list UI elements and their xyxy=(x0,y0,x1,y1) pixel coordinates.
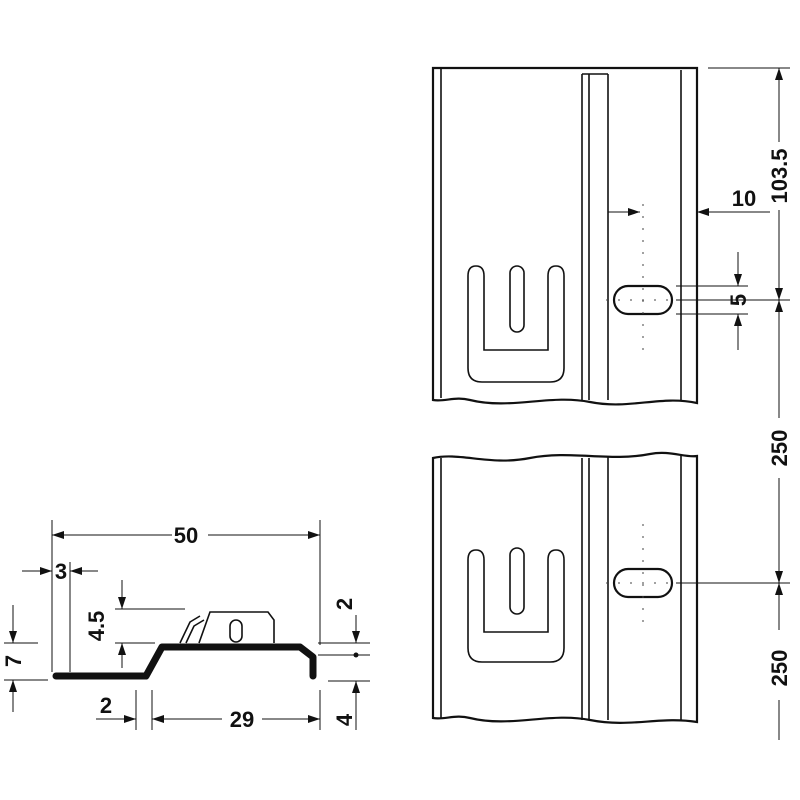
dim-label-bottom-left: 2 xyxy=(100,693,112,718)
dim-label-bottom-right: 4 xyxy=(332,713,357,726)
arrow-50-left xyxy=(52,531,64,539)
lower-u-bracket xyxy=(467,549,565,663)
arrow-29-left xyxy=(152,715,164,723)
dim-label-slot-inset: 10 xyxy=(732,186,756,211)
bracket-hook xyxy=(179,615,205,644)
arrow-4-5-bottom xyxy=(118,643,126,655)
arrow-10-left xyxy=(628,208,640,216)
arrow-bottom-2 xyxy=(124,715,136,723)
upper-u-bracket-slot xyxy=(509,265,525,333)
upper-rail-outline xyxy=(431,66,699,406)
arrow-7-bottom xyxy=(9,680,17,692)
dim-label-top-to-slot: 103.5 xyxy=(767,148,792,203)
dim-label-step-height: 4.5 xyxy=(84,611,109,642)
hanger-bracket xyxy=(198,611,275,644)
arrow-250-bottom xyxy=(775,571,783,583)
bracket-slot xyxy=(229,619,243,643)
lower-rail-segment xyxy=(431,451,700,724)
arrow-2-top xyxy=(352,631,360,643)
dim-label-slot-height: 5 xyxy=(726,294,751,306)
dim-label-lip-height: 2 xyxy=(332,598,357,610)
lower-u-bracket-slot xyxy=(509,547,525,615)
rail-profile-section xyxy=(52,643,317,680)
arrow-103-5-bottom xyxy=(775,288,783,300)
dim-label-slot-spacing: 250 xyxy=(767,430,792,467)
upper-rail-segment xyxy=(431,66,699,406)
arrow-7-top xyxy=(9,631,17,643)
arrow-29-right xyxy=(308,715,320,723)
dim-label-edge-offset: 3 xyxy=(55,559,67,584)
arrow-3-left xyxy=(40,567,52,575)
dim-label-total-height: 7 xyxy=(1,655,26,667)
dot-2-bottom xyxy=(353,652,359,658)
arrow-3-right xyxy=(70,567,82,575)
arrow-5-bottom xyxy=(734,314,742,326)
dim-label-overall-width: 50 xyxy=(174,523,198,548)
arrow-4 xyxy=(352,681,360,693)
arrow-10-right xyxy=(697,208,709,216)
upper-u-bracket xyxy=(467,265,565,383)
arrow-4-5-top xyxy=(118,597,126,609)
arrow-250-top xyxy=(775,300,783,312)
arrow-50-right xyxy=(308,531,320,539)
rail-view: 103.5 250 250 10 5 xyxy=(431,66,792,740)
arrow-103-5-top xyxy=(775,68,783,80)
lower-rail-outline xyxy=(431,451,699,724)
arrow-5-top xyxy=(734,274,742,286)
arrow-250b-top xyxy=(775,583,783,595)
dim-label-slot-spacing-lower: 250 xyxy=(767,650,792,687)
profile-view: 50 3 4.5 7 2 4 xyxy=(1,520,370,732)
dim-label-bottom-span: 29 xyxy=(230,707,254,732)
